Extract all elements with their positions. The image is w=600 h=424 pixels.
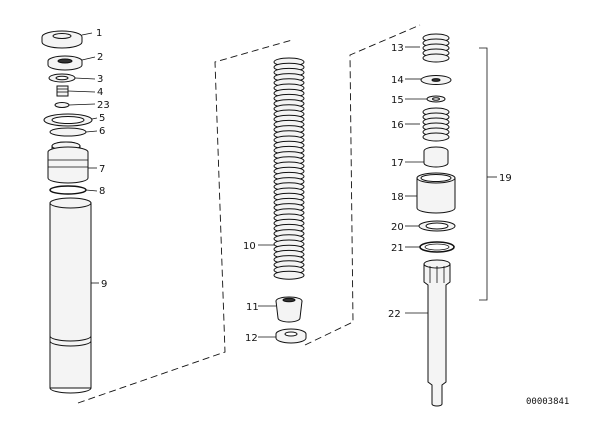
callout-9: 9 — [101, 279, 107, 290]
callout-12: 12 — [245, 333, 258, 344]
part-6-seal — [49, 127, 87, 137]
callout-17: 17 — [391, 158, 404, 169]
callout-20: 20 — [391, 222, 404, 233]
part-10-main-spring — [273, 57, 305, 280]
callout-16: 16 — [391, 120, 404, 131]
part-16-small-spring — [422, 107, 450, 142]
part-22-damper-rod — [423, 259, 451, 407]
callout-21: 21 — [391, 243, 404, 254]
part-5-plate — [43, 113, 93, 127]
spring-coil — [422, 53, 450, 63]
callout-23: 23 — [97, 100, 110, 111]
part-9-fork-tube — [49, 197, 92, 394]
part-13-small-spring — [422, 33, 450, 63]
callout-8: 8 — [99, 186, 105, 197]
part-7-spring-seat — [47, 141, 89, 184]
part-14-spring-plate — [420, 75, 452, 85]
separator-right — [304, 24, 421, 346]
spring-coil — [273, 270, 305, 280]
part-17-guide — [423, 146, 449, 168]
spring-coil — [422, 132, 450, 142]
callout-19: 19 — [499, 173, 512, 184]
group-bracket — [479, 47, 497, 301]
callout-2: 2 — [97, 52, 103, 63]
callout-3: 3 — [97, 74, 103, 85]
callout-5: 5 — [99, 113, 105, 124]
part-23-washer — [54, 102, 70, 108]
part-1-cap — [41, 30, 83, 49]
callout-14: 14 — [391, 75, 404, 86]
part-15-small-washer — [426, 95, 446, 103]
callout-13: 13 — [391, 43, 404, 54]
callout-15: 15 — [391, 95, 404, 106]
part-18-bushing — [416, 172, 456, 214]
part-2-bearing — [47, 55, 83, 71]
callout-18: 18 — [391, 192, 404, 203]
callout-7: 7 — [99, 164, 105, 175]
part-11-spring-seat — [275, 296, 303, 323]
callout-labels: 1 2 3 4 23 5 6 7 8 9 10 11 12 13 14 15 1… — [96, 28, 512, 344]
callout-4: 4 — [97, 87, 103, 98]
part-3-ring — [48, 73, 76, 83]
part-20-ring — [418, 220, 456, 232]
callout-6: 6 — [99, 126, 105, 137]
separator-left — [77, 39, 293, 404]
callout-1: 1 — [96, 28, 102, 39]
leader-lines — [67, 32, 428, 338]
callout-11: 11 — [246, 302, 259, 313]
part-4-nut — [56, 85, 69, 97]
callout-22: 22 — [388, 309, 401, 320]
separator-lines — [77, 24, 421, 404]
callout-10: 10 — [243, 241, 256, 252]
part-21-circlip — [419, 241, 455, 253]
part-12-washer-nut — [275, 328, 307, 344]
part-8-circlip — [49, 185, 87, 195]
document-number: 00003841 — [526, 397, 569, 407]
